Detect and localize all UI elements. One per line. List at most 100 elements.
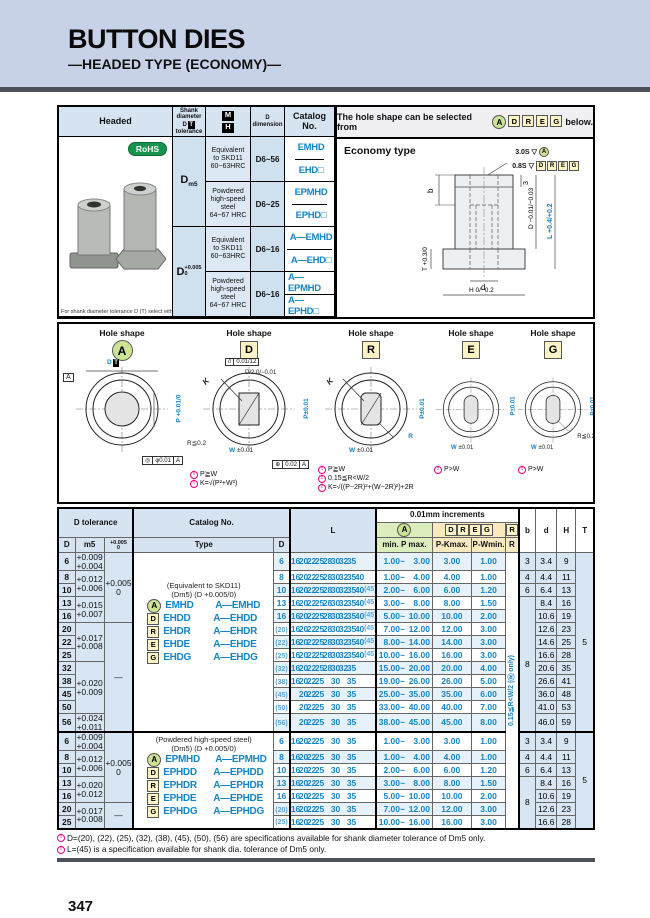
table-cell: 1.00~3.00 — [375, 731, 433, 752]
table-cell: 8 — [57, 750, 76, 765]
hole-shape-figure-d: //0.01/12 D/2 0/−0.01 K P±0.01 W ±0.01 R… — [187, 358, 311, 469]
header-material-hardness: M H — [206, 107, 251, 137]
table-cell: (25) — [273, 815, 291, 830]
table-cell: 4 — [517, 750, 537, 765]
table-cell: +0.009+0.004 — [74, 731, 105, 752]
caution-icon: ! — [57, 845, 65, 854]
hole-shape-chip-e: E — [558, 161, 568, 171]
hole-shape-chip-a: A — [147, 598, 162, 613]
finish-triangle-icon: ▽ — [528, 163, 534, 170]
header-t: T — [575, 507, 595, 554]
table-cell: 3.00~8.00 — [375, 776, 433, 791]
table-cell: 5 — [575, 552, 595, 733]
table-cell: (25) — [273, 648, 291, 663]
hole-shape-chip-r: R — [522, 115, 535, 127]
table-cell: 36.0 — [535, 687, 558, 702]
table-cell: 16.6 — [535, 815, 558, 830]
table-cell: 45 — [57, 687, 76, 702]
catalog-code: A—EMHD — [286, 227, 333, 250]
hole-shape-chip-e: E — [536, 115, 549, 127]
table-cell: 11 — [556, 750, 577, 765]
svg-text:L +0.4/+0.2: L +0.4/+0.2 — [547, 203, 554, 239]
table-cell: (20) — [273, 622, 291, 637]
table-cell: 6 — [273, 731, 291, 752]
table-cell: 1.00~3.00 — [375, 552, 433, 572]
svg-text:3: 3 — [523, 181, 530, 185]
rohs-badge: RoHS — [127, 142, 167, 156]
table-cell: 16 — [57, 789, 76, 804]
table-cell: 13 — [273, 596, 291, 611]
table-cell: 1.20 — [470, 583, 507, 598]
caution-icon: ! — [318, 474, 326, 483]
hole-shape-notes: !P≧W!K=√(P²+W²) — [185, 470, 313, 488]
economy-type-label: Economy type — [344, 145, 416, 157]
economy-diagram: b 3 D −0.01/−0.03 L +0.4/+0.2 T +0.3/0 d… — [422, 162, 556, 296]
table-cell: 16.6 — [535, 648, 558, 663]
svg-text:H 0/−0.2: H 0/−0.2 — [469, 287, 494, 294]
table-cell: 3 — [517, 552, 537, 572]
table-cell: 9 — [556, 731, 577, 752]
finish-triangle-icon: ▽ — [531, 149, 537, 156]
table-cell: 3.00~8.00 — [375, 596, 433, 611]
hole-shape-figure-r: K P±0.01 W ±0.01 R — [313, 361, 429, 463]
table-cell: 6 — [517, 763, 537, 778]
hole-shape-chip-a: A — [111, 340, 133, 361]
footnotes: !D=(20), (22), (25), (32), (38), (45), (… — [57, 833, 595, 856]
header-col-pwmin: P-Wmin. — [470, 536, 507, 554]
hole-shape-note: !K=√((P−2R)²+(W−2R)²)+2R — [318, 483, 429, 492]
table-cell: 8.00 — [431, 596, 472, 611]
table-cell: +0.015+0.007 — [74, 596, 105, 624]
hole-shape-panel-e: Hole shape E P±0.01 W ±0.01 !P>W — [429, 324, 517, 502]
catalog-code: A—EPHD□ — [288, 294, 319, 317]
hole-shape-note: !0.15≦R<W/2 — [318, 474, 429, 483]
hole-shape-panel-g: Hole shape G P±0.01 W ±0.01 R≦0.2 !P>W — [513, 324, 593, 502]
table-cell: 22 — [57, 635, 76, 650]
table-cell: 4.00 — [470, 661, 507, 676]
header-b: b — [517, 507, 537, 554]
table-cell: 25.00~35.00 — [375, 687, 433, 702]
table-cell: +0.009+0.004 — [74, 552, 105, 572]
header-increments: 0.01mm increments — [375, 507, 520, 523]
table-cell: 12.6 — [535, 802, 558, 817]
hole-shape-chip-d: D — [536, 161, 546, 171]
table-cell: 25 — [556, 635, 577, 650]
table-cell: 1.50 — [470, 776, 507, 791]
table-cell: 19.00~26.00 — [375, 674, 433, 689]
hole-shape-note: !K=√(P²+W²) — [190, 479, 313, 488]
header-col-pkmax: P-Kmax. — [431, 536, 472, 554]
table-cell: 23 — [556, 802, 577, 817]
table-cell: 13 — [556, 583, 577, 598]
catalog-code: EPHD□ — [295, 209, 327, 221]
table-cell: 16 — [556, 776, 577, 791]
hole-shape-panel-d: Hole shape D //0.01/12 D/2 0/−0.01 K P±0… — [185, 324, 313, 502]
t-box-icon: T — [187, 120, 195, 129]
footnote: !L=(45) is a specification available for… — [57, 844, 595, 855]
table-cell: +0.012+0.006 — [74, 750, 105, 778]
catalog-cell: A—EPMHD A—EPHD□ — [285, 272, 335, 317]
t-box-icon: T — [112, 359, 120, 367]
table-cell: 1.00~4.00 — [375, 750, 433, 765]
table-cell: 8.4 — [535, 776, 558, 791]
table-cell: 3.00 — [470, 815, 507, 830]
table-cell: 40.00 — [431, 700, 472, 715]
table-cell: 26.00 — [431, 674, 472, 689]
table-cell: 33.00~40.00 — [375, 700, 433, 715]
table-cell: 1.00 — [470, 750, 507, 765]
table-cell: 1.00 — [470, 731, 507, 752]
page-title: BUTTON DIES — [68, 24, 246, 54]
hole-shape-chip-g: G — [147, 651, 160, 664]
hole-shape-note: !P≧W — [318, 465, 429, 474]
